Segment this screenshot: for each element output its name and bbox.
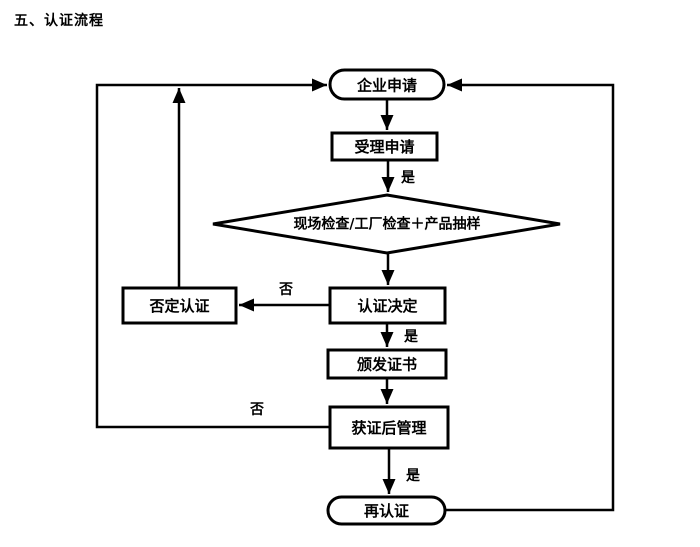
node-accept-application-shape — [330, 131, 439, 162]
edge-label-decision-no: 否 — [278, 282, 293, 298]
node-certification-decision-label: 认证决定 — [357, 297, 417, 315]
section-title: 五、认证流程 — [14, 13, 104, 29]
node-deny-certification-label: 否定认证 — [148, 297, 209, 315]
node-accept-application-label: 受理申请 — [354, 138, 414, 156]
node-issue-certificate-label: 颁发证书 — [357, 356, 417, 374]
node-inspection-shape — [212, 193, 561, 255]
node-enterprise-application-label: 企业申请 — [356, 77, 417, 95]
node-accept-application: 受理申请 — [330, 131, 439, 162]
node-post-certification-management-shape — [328, 405, 450, 450]
node-recertification: 再认证 — [326, 495, 447, 526]
node-certification-decision-shape — [328, 286, 447, 325]
node-recertification-shape — [326, 495, 447, 526]
node-inspection-label: 现场检查/工厂检查＋产品抽样 — [293, 216, 480, 233]
node-inspection: 现场检查/工厂检查＋产品抽样 — [212, 193, 561, 255]
edge-label-post-no: 否 — [249, 402, 264, 418]
edge-label-accept-yes: 是 — [401, 170, 416, 186]
node-recertification-label: 再认证 — [364, 502, 409, 520]
node-issue-certificate-shape — [326, 348, 448, 380]
node-certification-decision: 认证决定 — [328, 286, 447, 325]
edge-recert-loop-to-apply — [445, 78, 615, 512]
edge-label-post-yes: 是 — [406, 468, 421, 484]
node-enterprise-application: 企业申请 — [328, 68, 446, 101]
edge-post-no-loop-to-apply — [95, 78, 330, 429]
node-deny-certification-shape — [121, 286, 238, 325]
node-enterprise-application-shape — [328, 68, 446, 101]
edge-label-decision-yes: 是 — [404, 329, 419, 345]
node-issue-certificate: 颁发证书 — [326, 348, 448, 380]
node-post-certification-management: 获证后管理 — [328, 405, 450, 450]
node-deny-certification: 否定认证 — [121, 286, 238, 325]
node-post-certification-management-label: 获证后管理 — [351, 419, 426, 437]
